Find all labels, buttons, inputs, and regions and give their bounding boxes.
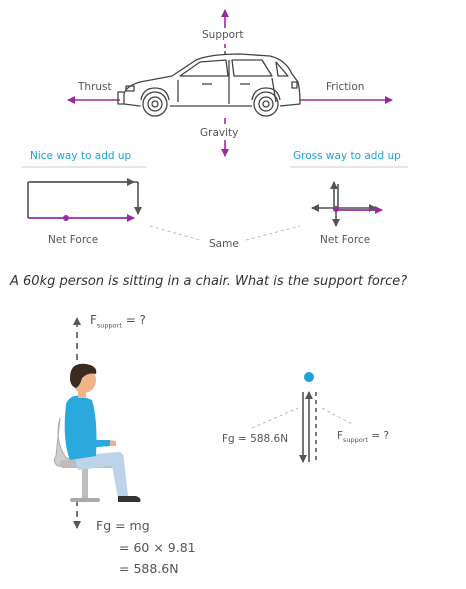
person-in-chair-icon [53,363,141,502]
friction-label: Friction [326,81,365,93]
gravity-label: Gravity [200,127,239,139]
same-connector-right [245,225,301,241]
fbd-support-label: Fsupport = ? [337,430,390,445]
net-force-label-left: Net Force [48,234,99,246]
same-connector-left [149,225,201,241]
nice-way-diagram [27,178,142,222]
fbd-fg-label: Fg = 588.6N [222,433,289,445]
car-force-diagram [67,9,393,157]
support-label: Support [202,29,244,41]
nice-way-title: Nice way to add up [30,150,132,162]
gross-way-diagram [311,181,383,227]
fg-equation-line2: = 60 × 9.81 [119,540,196,555]
net-force-label-right: Net Force [320,234,371,246]
question-text: A 60kg person is sitting in a chair. Wha… [10,274,408,289]
car-icon [117,53,301,117]
fg-equation-line1: Fg = mg [96,518,150,533]
person-diagram [53,317,141,529]
object-dot [304,372,314,382]
fg-equation-line3: = 588.6N [119,561,179,576]
free-body-diagram [251,372,353,463]
gross-way-title: Gross way to add up [293,150,401,162]
thrust-label: Thrust [78,81,112,93]
person-support-label: Fsupport = ? [90,313,146,330]
same-label: Same [209,238,239,250]
